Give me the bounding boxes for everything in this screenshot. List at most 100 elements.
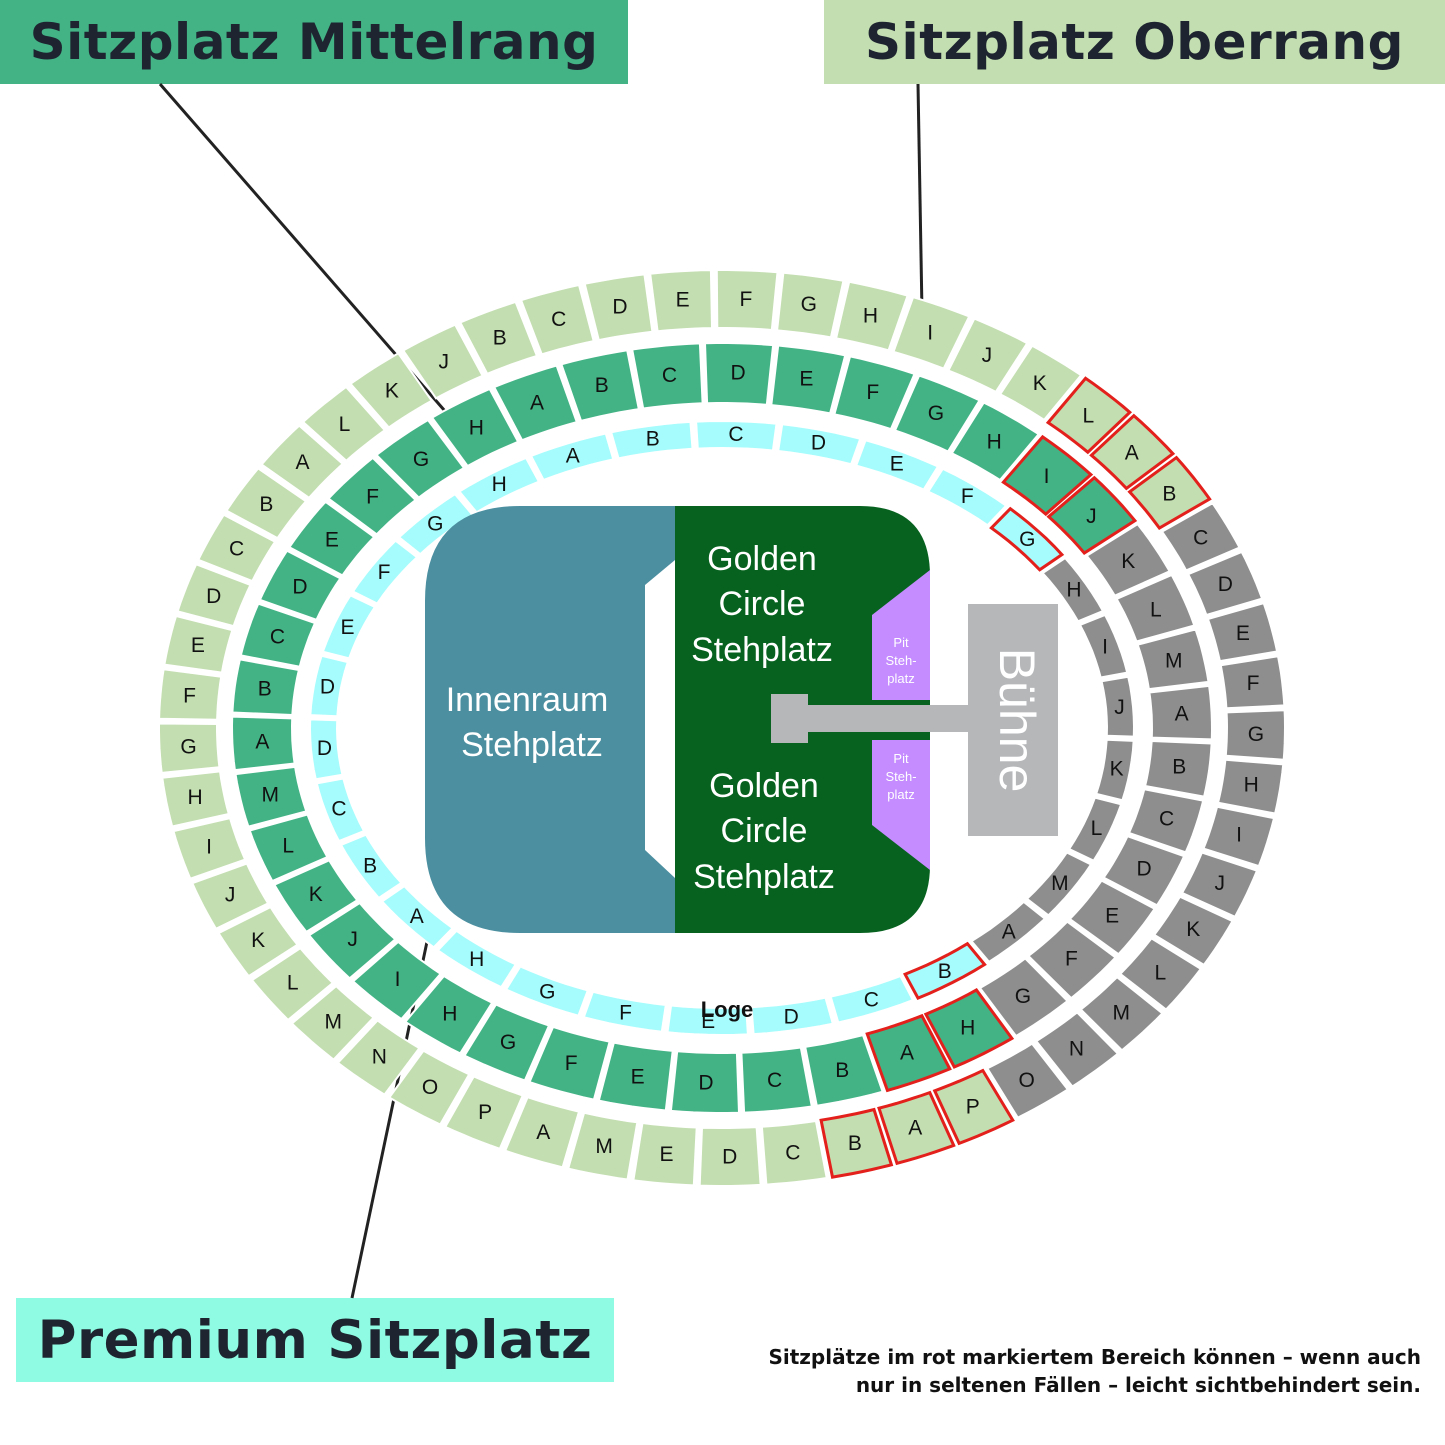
mittelrang-section-28[interactable] [463, 1003, 551, 1082]
premium-section-20[interactable] [504, 965, 590, 1017]
oberrang-section-47[interactable] [176, 563, 252, 628]
mittelrang-section-14[interactable] [1148, 684, 1214, 741]
oberrang-section-23[interactable] [1118, 937, 1203, 1011]
mittelrang-section-2[interactable] [560, 349, 640, 423]
mittelrang-section-37[interactable] [239, 602, 317, 668]
oberrang-section-16[interactable] [1206, 601, 1279, 663]
oberrang-section-28[interactable] [877, 1090, 956, 1166]
oberrang-section-9[interactable] [947, 317, 1029, 394]
oberrang-section-51[interactable] [301, 385, 387, 463]
oberrang-section-40[interactable] [217, 905, 299, 978]
mittelrang-section-31[interactable] [307, 901, 397, 980]
mittelrang-section-5[interactable] [770, 344, 847, 415]
oberrang-section-17[interactable] [1219, 655, 1286, 710]
oberrang-section-25[interactable] [1034, 1011, 1120, 1088]
mittelrang-section-40[interactable] [326, 456, 418, 536]
premium-section-5[interactable] [854, 439, 940, 491]
mittelrang-section-10[interactable] [1046, 475, 1138, 555]
mittelrang-section-38[interactable] [258, 549, 342, 622]
mittelrang-section-32[interactable] [272, 859, 359, 934]
oberrang-section-14[interactable] [1160, 501, 1241, 572]
oberrang-section-5[interactable] [715, 269, 779, 332]
oberrang-section-49[interactable] [225, 467, 308, 540]
premium-section-15[interactable] [902, 941, 987, 1001]
mittelrang-section-24[interactable] [740, 1046, 813, 1114]
premium-section-14[interactable] [969, 900, 1047, 964]
mittelrang-section-4[interactable] [703, 342, 775, 406]
premium-section-1[interactable] [529, 432, 615, 482]
mittelrang-section-23[interactable] [804, 1033, 884, 1107]
mittelrang-section-6[interactable] [833, 355, 916, 431]
oberrang-section-26[interactable] [985, 1042, 1070, 1120]
oberrang-section-31[interactable] [698, 1126, 762, 1187]
mittelrang-section-7[interactable] [893, 374, 981, 453]
mittelrang-section-1[interactable] [492, 364, 579, 442]
premium-section-8[interactable] [1041, 556, 1105, 623]
oberrang-section-7[interactable] [834, 280, 909, 352]
oberrang-section-43[interactable] [161, 770, 231, 828]
oberrang-section-22[interactable] [1152, 895, 1234, 967]
oberrang-section-35[interactable] [443, 1075, 525, 1151]
mittelrang-section-27[interactable] [528, 1025, 611, 1101]
oberrang-section-13[interactable] [1127, 455, 1212, 530]
premium-section-27[interactable] [321, 594, 377, 660]
oberrang-section-1[interactable] [458, 300, 539, 376]
pit-stehplatz-top[interactable] [872, 570, 930, 700]
oberrang-section-4[interactable] [649, 269, 714, 333]
oberrang-section-52[interactable] [349, 351, 434, 429]
premium-section-28[interactable] [351, 539, 419, 605]
premium-section-9[interactable] [1078, 613, 1129, 679]
premium-section-22[interactable] [380, 884, 455, 949]
oberrang-section-30[interactable] [760, 1119, 828, 1186]
oberrang-section-50[interactable] [260, 424, 345, 500]
oberrang-section-27[interactable] [932, 1068, 1015, 1146]
oberrang-section-6[interactable] [775, 271, 845, 339]
mittelrang-section-39[interactable] [287, 500, 376, 577]
oberrang-section-34[interactable] [503, 1095, 581, 1169]
mittelrang-section-36[interactable] [231, 658, 301, 717]
premium-section-18[interactable] [666, 1004, 749, 1037]
oberrang-section-41[interactable] [190, 862, 270, 931]
premium-section-10[interactable] [1100, 675, 1136, 738]
mittelrang-section-18[interactable] [1068, 879, 1157, 956]
premium-section-26[interactable] [309, 654, 350, 718]
premium-section-24[interactable] [315, 777, 366, 843]
oberrang-section-29[interactable] [819, 1107, 894, 1179]
mittelrang-section-12[interactable] [1115, 573, 1196, 643]
oberrang-section-8[interactable] [892, 295, 971, 370]
mittelrang-section-42[interactable] [430, 387, 520, 468]
mittelrang-section-22[interactable] [865, 1013, 952, 1093]
premium-section-3[interactable] [695, 419, 778, 452]
mittelrang-section-30[interactable] [351, 940, 443, 1021]
oberrang-section-37[interactable] [336, 1019, 421, 1096]
mittelrang-section-9[interactable] [1001, 434, 1094, 517]
mittelrang-section-11[interactable] [1085, 522, 1172, 597]
oberrang-section-24[interactable] [1079, 975, 1164, 1052]
pit-stehplatz-bottom[interactable] [872, 740, 930, 870]
mittelrang-section-8[interactable] [950, 401, 1041, 482]
premium-section-6[interactable] [926, 467, 1008, 527]
oberrang-section-20[interactable] [1202, 805, 1276, 868]
oberrang-section-46[interactable] [163, 614, 234, 674]
premium-section-12[interactable] [1067, 796, 1123, 862]
oberrang-section-38[interactable] [290, 984, 376, 1061]
oberrang-section-21[interactable] [1180, 851, 1259, 919]
mittelrang-section-17[interactable] [1102, 834, 1186, 907]
mittelrang-section-33[interactable] [248, 813, 329, 883]
oberrang-section-11[interactable] [1045, 376, 1133, 455]
oberrang-section-2[interactable] [519, 283, 595, 356]
oberrang-section-32[interactable] [632, 1121, 698, 1187]
mittelrang-section-16[interactable] [1127, 788, 1205, 854]
mittelrang-section-21[interactable] [923, 988, 1015, 1069]
oberrang-section-42[interactable] [172, 816, 247, 880]
premium-section-11[interactable] [1094, 738, 1135, 802]
mittelrang-section-35[interactable] [230, 715, 296, 772]
oberrang-section-45[interactable] [158, 668, 223, 721]
premium-section-19[interactable] [582, 990, 667, 1033]
oberrang-section-36[interactable] [387, 1049, 471, 1126]
premium-section-30[interactable] [457, 456, 541, 514]
oberrang-section-10[interactable] [998, 344, 1083, 422]
mittelrang-section-41[interactable] [374, 418, 466, 499]
premium-section-16[interactable] [829, 974, 915, 1024]
innenraum-stehplatz-area[interactable] [425, 506, 675, 933]
